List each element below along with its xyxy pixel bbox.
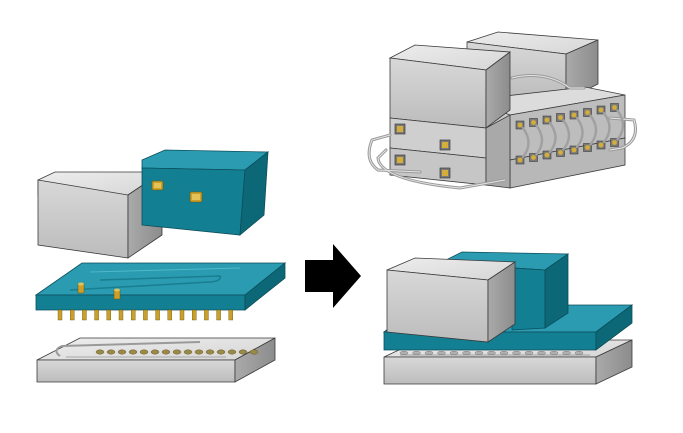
board-pin (69, 309, 75, 321)
rack-connector (583, 108, 592, 117)
base-pad (205, 349, 215, 355)
rack-cable-loop (575, 116, 584, 149)
board-connector-1 (77, 282, 85, 294)
assembled-grey-block (386, 257, 517, 343)
base-pad (117, 349, 127, 355)
assembled-teal-block (438, 251, 570, 331)
board-pin (57, 309, 63, 321)
rack-connector (596, 140, 606, 150)
exploded-view (34, 149, 287, 383)
base-pad (150, 349, 160, 355)
base-pad (249, 349, 259, 355)
assembled-pad (549, 351, 559, 356)
base-pad (172, 349, 182, 355)
rack-connector (610, 138, 619, 147)
base-pad (194, 349, 204, 355)
block-connector-2 (189, 191, 203, 203)
base-pad (183, 349, 193, 355)
rack-cable-loop (602, 111, 611, 144)
coax-cable-highlight (368, 75, 636, 189)
board-pin (167, 309, 173, 321)
assembled-pad (562, 351, 571, 356)
board-pin (191, 309, 197, 321)
rack-cable-loop (589, 114, 598, 146)
rack-connector (610, 103, 619, 112)
board-pin (216, 309, 221, 321)
assembled-pad (449, 351, 459, 356)
assembled-pad (524, 351, 534, 356)
assembled-pad (399, 351, 409, 356)
base-pad (216, 349, 226, 355)
rack-connector (542, 150, 552, 160)
rack-connector (596, 105, 606, 115)
board-pin (94, 309, 99, 321)
assembled-pad (499, 351, 509, 356)
rack-connector (569, 110, 579, 120)
cabled-grey-block-left (388, 44, 512, 189)
transition-arrow (305, 244, 361, 308)
board-pin (118, 309, 124, 321)
assembled-pad (487, 351, 496, 356)
board-pin (130, 309, 136, 321)
rack-connector (515, 155, 525, 165)
assembled-pad (424, 351, 434, 356)
board-pin (155, 309, 160, 321)
teal-filter-block (141, 149, 270, 236)
board-pin (143, 309, 148, 321)
base-pad (161, 349, 171, 355)
base-pad (128, 349, 138, 355)
rack-connector (529, 153, 538, 162)
grey-base-plate (36, 337, 276, 383)
base-pad (95, 349, 105, 355)
rack-connector (556, 148, 565, 157)
board-pin (82, 309, 87, 321)
rack-connector (529, 118, 538, 127)
assembled-pad (412, 351, 421, 356)
base-pad (238, 349, 248, 355)
assembled-pad (512, 351, 521, 356)
rack-connector (583, 143, 592, 152)
assembled-view (382, 251, 634, 385)
assembled-pad (537, 351, 546, 356)
board-pin (179, 309, 185, 321)
rack-cable-loop (535, 124, 544, 156)
cabled-view (367, 31, 637, 190)
base-pad (106, 349, 116, 355)
rack-connector (569, 145, 579, 155)
board-connector-2 (113, 288, 121, 300)
rack-cable-loop (548, 121, 557, 154)
base-pad (139, 349, 149, 355)
rack-cable-loop (616, 109, 625, 141)
rack-connector (556, 113, 565, 122)
block-connector-1 (151, 180, 164, 191)
assembled-pad (574, 351, 584, 356)
rack-cable-loop (562, 119, 571, 151)
rack-connector (515, 120, 525, 130)
board-pin (228, 309, 234, 321)
assembled-pad (437, 351, 446, 356)
board-pin (204, 309, 209, 321)
base-pad (227, 349, 237, 355)
assembled-pad (474, 351, 484, 356)
left-side-connectors (394, 123, 451, 179)
rack-connector (542, 115, 552, 125)
rack-cable-loop (521, 126, 530, 159)
board-pin (106, 309, 112, 321)
teal-interposer-board (34, 262, 287, 321)
assembled-pad (462, 351, 471, 356)
